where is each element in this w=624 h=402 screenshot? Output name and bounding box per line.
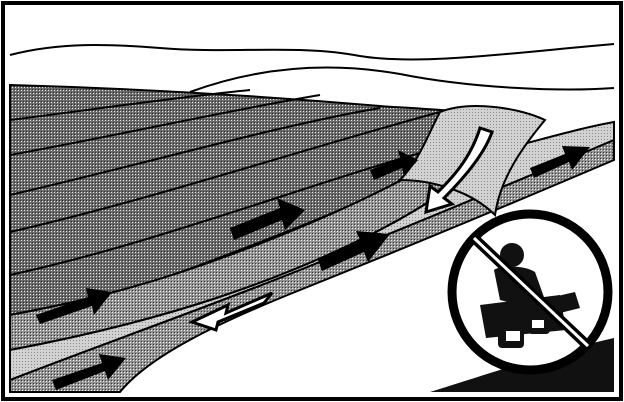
horizon-line — [9, 43, 615, 61]
back-hill-line — [189, 66, 615, 93]
arrow-solid-2 — [230, 198, 305, 240]
mowing-direction-arrows — [36, 146, 590, 390]
bottom-grass-strip — [9, 138, 615, 393]
slope-furrow-lines — [9, 89, 469, 276]
arrow-solid-1 — [370, 150, 418, 180]
arrow-solid-5 — [52, 354, 126, 390]
turn-arrow-icon — [424, 126, 494, 215]
no-riding-on-slope-icon — [430, 209, 614, 392]
arrow-solid-4 — [36, 288, 112, 324]
arrow-solid-6 — [530, 146, 590, 178]
arrow-solid-3 — [318, 231, 390, 271]
return-arrow-icon — [187, 291, 274, 332]
